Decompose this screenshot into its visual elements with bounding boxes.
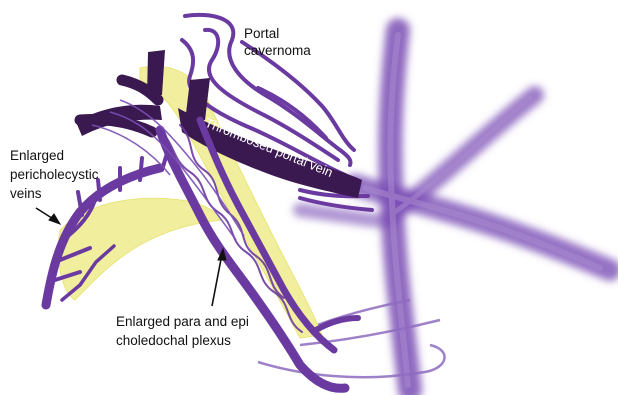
label-pericholecystic-veins: Enlarged pericholecystic veins [10, 148, 102, 201]
pericholecystic-arrow-head [49, 214, 60, 224]
hepatic-portal-branches [300, 30, 610, 390]
choledochal-arrow [212, 254, 222, 306]
label-choledochal-plexus: Enlarged para and epi choledochal plexus [116, 314, 253, 348]
label-portal-cavernoma: Portal cavernoma [244, 26, 311, 58]
